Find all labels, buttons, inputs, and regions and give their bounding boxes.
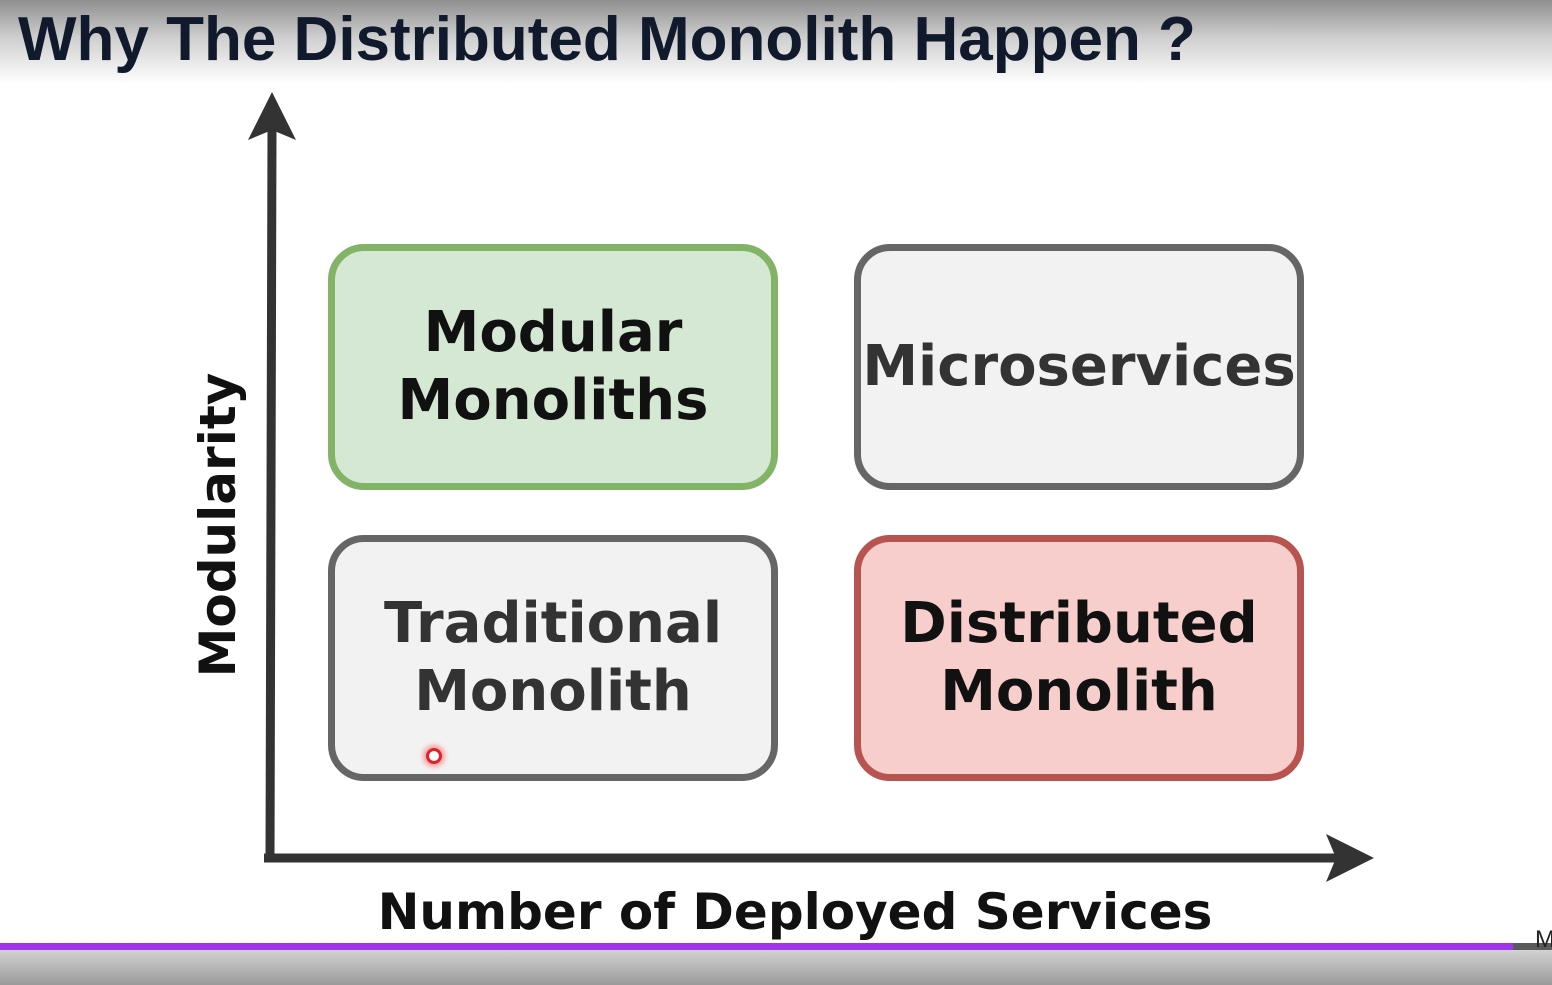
video-progress-bar[interactable] [0, 943, 1552, 950]
corner-text: M [1535, 926, 1552, 953]
title-bar: Why The Distributed Monolith Happen ? [0, 0, 1552, 84]
pointer-cursor-icon [426, 748, 442, 764]
quadrant-traditional-monolith: Traditional Monolith [328, 535, 778, 781]
quadrant-label-distributed-monolith: Distributed Monolith [900, 591, 1258, 724]
quadrant-label-traditional-monolith: Traditional Monolith [383, 591, 723, 724]
quadrant-modular-monoliths: Modular Monoliths [328, 244, 778, 490]
x-axis-arrowhead [1326, 834, 1374, 882]
quadrant-label-modular-monoliths: Modular Monoliths [397, 300, 709, 433]
slide-title: Why The Distributed Monolith Happen ? [18, 5, 1196, 74]
video-control-bar [0, 950, 1552, 985]
y-axis-label: Modularity [189, 372, 247, 678]
y-axis-line [265, 127, 277, 859]
video-progress-fill [0, 943, 1514, 950]
x-axis-label: Number of Deployed Services [377, 883, 1213, 941]
quadrant-distributed-monolith: Distributed Monolith [854, 535, 1304, 781]
y-axis-arrowhead [248, 92, 296, 140]
quadrant-microservices: Microservices [854, 244, 1304, 490]
quadrant-label-microservices: Microservices [862, 334, 1296, 399]
